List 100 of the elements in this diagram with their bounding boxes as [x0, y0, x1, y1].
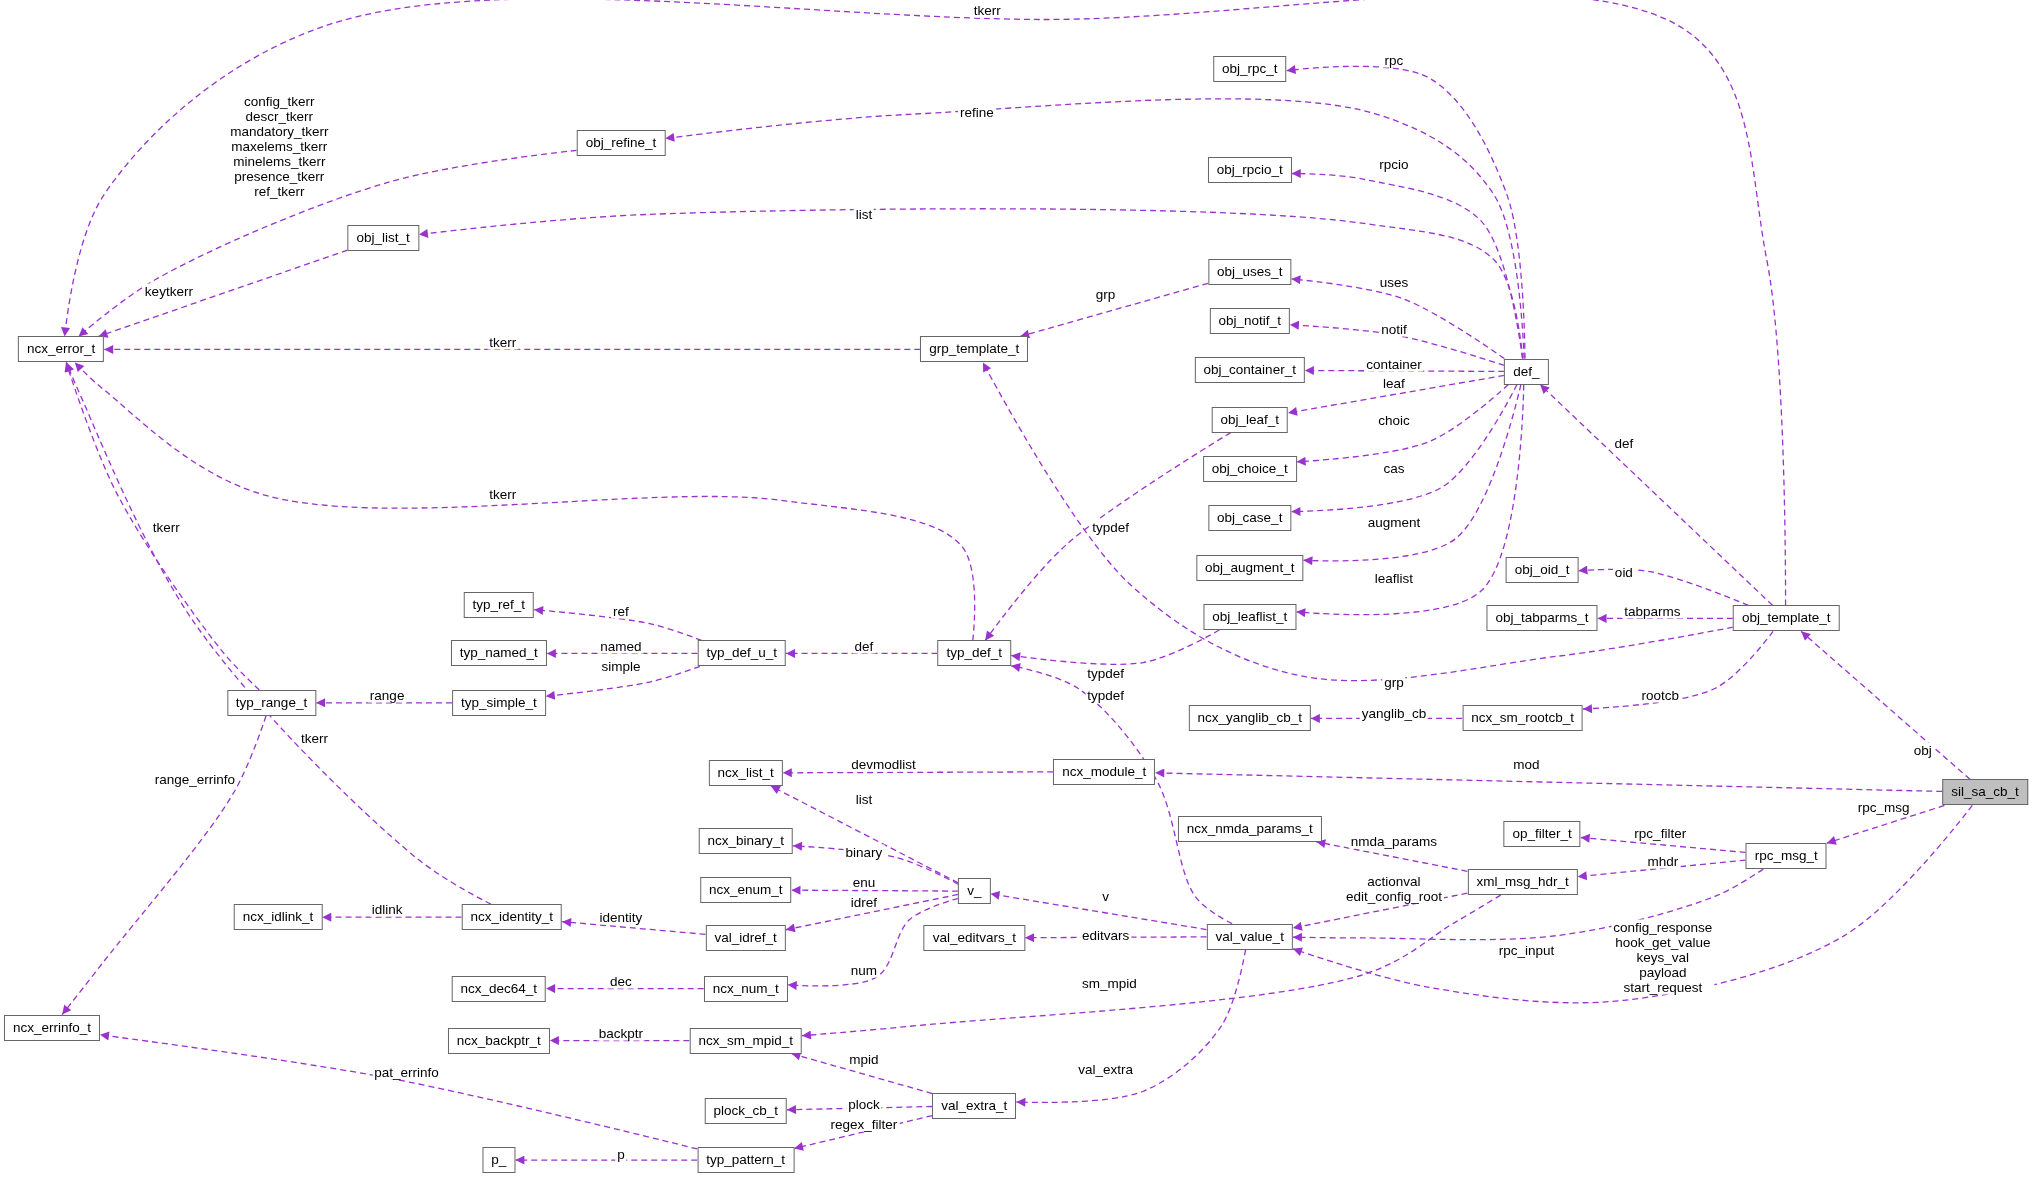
- class-box: ncx_binary_t: [698, 827, 793, 854]
- dashed-arrow: [77, 149, 578, 338]
- dashed-arrow: [1577, 565, 1749, 607]
- dashed-arrow: [1295, 383, 1525, 618]
- dashed-arrow: [1285, 65, 1526, 360]
- class-box: typ_named_t: [450, 640, 547, 667]
- dashed-arrow: [1290, 275, 1506, 360]
- dashed-arrow: [1019, 282, 1209, 339]
- class-box: typ_pattern_t: [697, 1147, 795, 1174]
- class-box: val_idref_t: [705, 924, 786, 951]
- dashed-arrow: [97, 249, 349, 338]
- dashed-arrow: [74, 361, 976, 642]
- edge-label: list: [853, 206, 875, 222]
- dashed-arrow: [1287, 374, 1505, 416]
- class-box: obj_notif_t: [1209, 307, 1290, 334]
- dashed-arrow: [99, 1031, 698, 1150]
- dashed-arrow: [418, 208, 1524, 360]
- class-box: ncx_errinfo_t: [3, 1014, 100, 1041]
- class-box: obj_template_t: [1733, 605, 1840, 632]
- class-box: obj_augment_t: [1196, 554, 1304, 581]
- class-box: grp_template_t: [920, 336, 1029, 363]
- class-box: ncx_identity_t: [461, 904, 563, 931]
- class-box: val_value_t: [1206, 923, 1293, 950]
- dashed-arrow: [782, 768, 1054, 778]
- class-box: typ_simple_t: [451, 689, 546, 716]
- edge-label: grp: [1382, 674, 1406, 690]
- dashed-arrow: [61, 715, 267, 1016]
- class-box: typ_def_t: [937, 640, 1012, 667]
- dashed-arrow: [1292, 868, 1764, 942]
- dashed-arrow: [1289, 320, 1505, 366]
- class-box: obj_case_t: [1208, 505, 1292, 532]
- edge-label: binary: [843, 844, 885, 860]
- dashed-arrow: [770, 785, 959, 884]
- dashed-arrow: [982, 361, 1734, 682]
- class-box: obj_leaflist_t: [1203, 604, 1297, 631]
- class-box: obj_list_t: [347, 224, 419, 251]
- edge-label: obj: [1911, 742, 1934, 758]
- dashed-arrow: [1010, 629, 1220, 665]
- class-box: obj_tabparms_t: [1486, 605, 1598, 632]
- dashed-arrow: [1302, 383, 1522, 566]
- dashed-arrow: [1015, 949, 1247, 1107]
- dashed-arrow: [787, 897, 959, 990]
- dashed-arrow: [790, 885, 959, 895]
- edge-label: keytkerr: [142, 283, 195, 299]
- class-box: ncx_idlink_t: [233, 904, 323, 931]
- class-box: obj_refine_t: [576, 129, 666, 156]
- class-box: obj_choice_t: [1202, 455, 1297, 482]
- class-box: xml_msg_hdr_t: [1467, 869, 1578, 896]
- class-box: ncx_sm_mpid_t: [689, 1027, 802, 1054]
- dashed-arrow: [1315, 839, 1469, 872]
- dashed-arrow: [785, 893, 959, 933]
- dashed-arrow: [801, 894, 1502, 1040]
- class-box: typ_def_u_t: [697, 640, 787, 667]
- class-box: ncx_backptr_t: [447, 1027, 550, 1054]
- class-box: plock_cb_t: [704, 1097, 787, 1124]
- dashed-arrow: [514, 1155, 698, 1165]
- class-box: val_extra_t: [932, 1092, 1017, 1119]
- class-box: op_filter_t: [1503, 821, 1581, 847]
- dashed-arrow: [533, 605, 703, 642]
- dashed-arrow: [989, 890, 1208, 931]
- dashed-arrow: [321, 912, 463, 922]
- class-box: obj_container_t: [1194, 357, 1305, 384]
- class-box: ncx_num_t: [703, 975, 788, 1002]
- class-box: val_editvars_t: [923, 924, 1025, 951]
- class-box: def_: [1504, 358, 1549, 385]
- dashed-arrow: [1292, 892, 1469, 931]
- dashed-arrow: [103, 344, 921, 354]
- class-box: p_: [482, 1147, 516, 1174]
- dashed-arrow: [1582, 630, 1774, 714]
- dashed-arrow: [561, 917, 707, 936]
- class-box: ncx_nmda_params_t: [1177, 815, 1322, 842]
- dashed-arrow: [65, 361, 492, 905]
- dashed-arrow: [664, 98, 1525, 360]
- dashed-arrow: [984, 431, 1232, 642]
- class-box: ncx_yanglib_cb_t: [1188, 705, 1311, 732]
- dashed-arrow: [1010, 663, 1233, 925]
- class-box: typ_range_t: [226, 689, 317, 716]
- class-box: obj_rpc_t: [1212, 55, 1287, 82]
- class-box: rpc_msg_t: [1745, 843, 1827, 870]
- class-box: ncx_module_t: [1053, 758, 1156, 785]
- dashed-arrow: [1800, 630, 1971, 781]
- class-box: v_: [958, 878, 991, 905]
- dashed-arrow: [1577, 859, 1747, 881]
- dashed-arrow: [1580, 833, 1747, 854]
- dashed-arrow: [1154, 768, 1943, 793]
- class-box: ncx_error_t: [17, 336, 105, 363]
- class-box: sil_sa_cb_t: [1942, 779, 2028, 806]
- dashed-arrow: [1292, 804, 1973, 1004]
- dashed-arrow: [1290, 383, 1518, 516]
- edge-label: config_response hook_get_value keys_val payload start_request: [1611, 919, 1715, 995]
- dashed-arrow: [1539, 383, 1774, 607]
- class-box: obj_rpcio_t: [1207, 157, 1292, 184]
- class-box: typ_ref_t: [463, 592, 535, 619]
- class-box: obj_leaf_t: [1211, 406, 1288, 433]
- class-box: ncx_enum_t: [699, 876, 792, 903]
- class-box: ncx_sm_rootcb_t: [1462, 705, 1583, 732]
- dashed-arrow: [1826, 804, 1946, 845]
- dashed-arrow: [1296, 383, 1510, 466]
- class-box: ncx_dec64_t: [451, 975, 547, 1002]
- class-box: ncx_list_t: [708, 759, 783, 786]
